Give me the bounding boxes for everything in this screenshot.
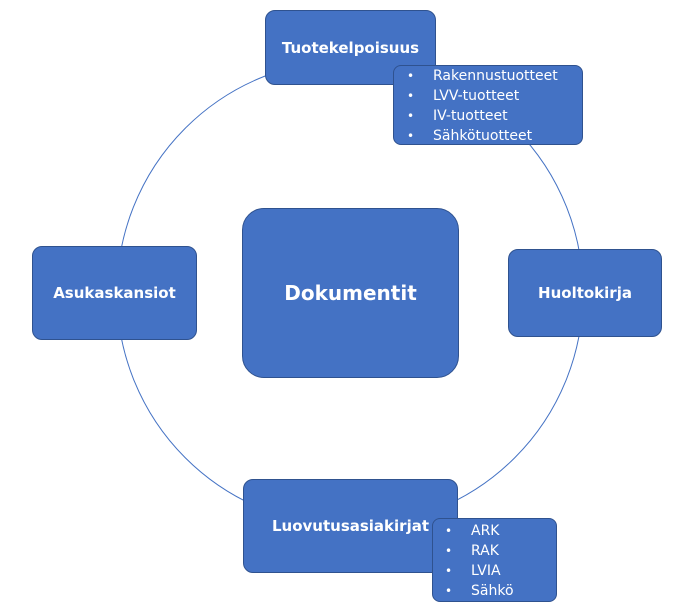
top-detail-item: LVV-tuotteet	[407, 86, 582, 106]
top-detail-item: Sähkötuotteet	[407, 126, 582, 146]
bottom-detail-item: Sähkö	[445, 581, 556, 601]
bottom-detail-item: LVIA	[445, 561, 556, 581]
bottom-detail-item: RAK	[445, 541, 556, 561]
node-bottom-label: Luovutusasiakirjat	[271, 517, 430, 535]
node-bottom: Luovutusasiakirjat	[243, 479, 458, 573]
node-left: Asukaskansiot	[32, 246, 197, 340]
top-detail-item: Rakennustuotteet	[407, 66, 582, 86]
center-node-label: Dokumentit	[284, 281, 417, 305]
bottom-details-list: ARK RAK LVIA Sähkö	[432, 518, 557, 602]
node-left-label: Asukaskansiot	[53, 284, 176, 302]
bottom-detail-item: ARK	[445, 521, 556, 541]
node-top-label: Tuotekelpoisuus	[281, 38, 420, 57]
center-node: Dokumentit	[242, 208, 459, 378]
node-right: Huoltokirja	[508, 249, 662, 337]
top-details-list: Rakennustuotteet LVV-tuotteet IV-tuottee…	[393, 65, 583, 146]
top-detail-item: IV-tuotteet	[407, 106, 582, 126]
node-right-label: Huoltokirja	[538, 284, 632, 302]
